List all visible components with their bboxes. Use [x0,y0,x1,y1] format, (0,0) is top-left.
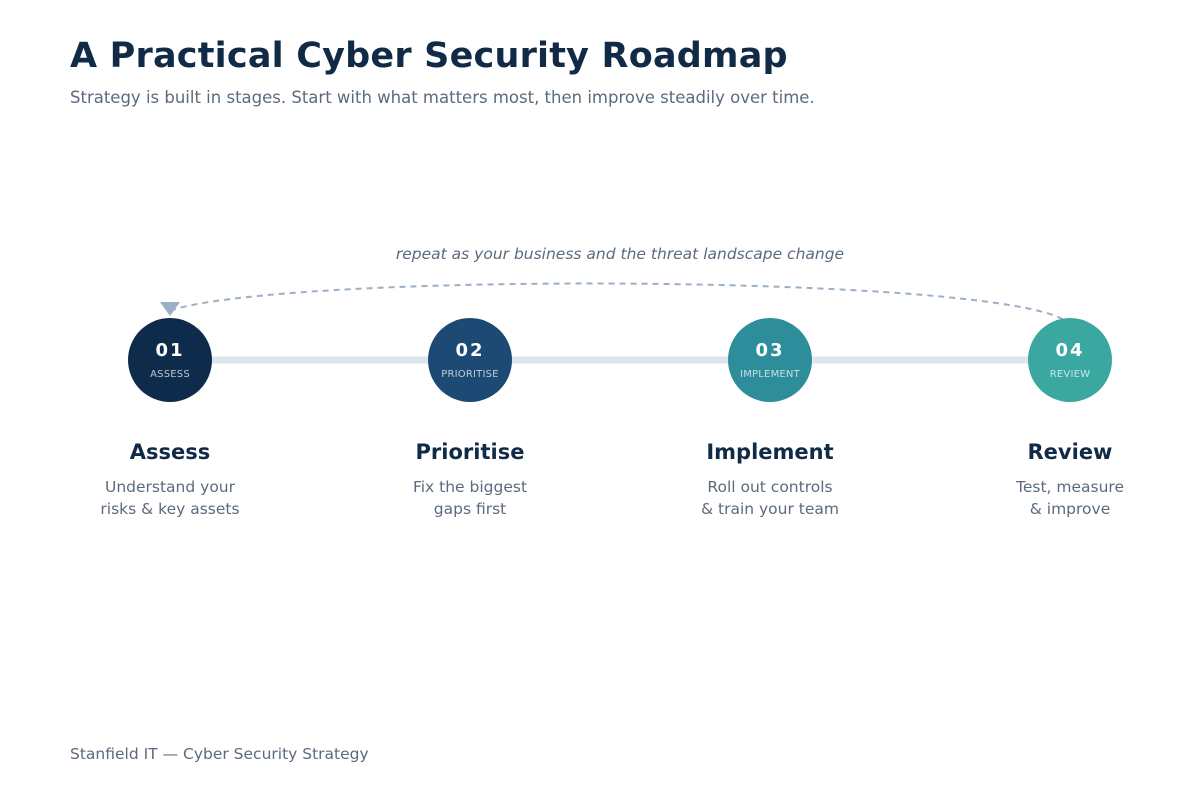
stage-description-line: Test, measure [1016,478,1124,496]
stage-description-assess: Understand your risks & key assets [60,476,280,520]
repeat-loop-arrow [171,282,1071,328]
stage-number: 01 [155,340,185,361]
stage-description-line: Fix the biggest [412,478,528,496]
stage-tag: ASSESS [150,369,190,380]
page-title: A Practical Cyber Security Roadmap [70,36,788,76]
stage-name-assess: Assess [129,440,211,464]
stage-description-prioritise: Fix the biggest gaps first [360,476,580,520]
stage-circle-prioritise: 02 PRIORITISE [428,318,512,402]
stage-circle-review: 04 REVIEW [1028,318,1112,402]
loop-caption: repeat as your business and the threat l… [395,245,845,263]
stage-circle-implement: 03 IMPLEMENT [728,318,812,402]
stage-description-review: Test, measure & improve [960,476,1180,520]
stage-tag: IMPLEMENT [740,369,800,380]
stage-name-review: Review [1027,440,1113,464]
stage-number: 03 [755,340,785,361]
stage-description-line: Understand your [104,478,235,496]
stage-description-line: gaps first [433,500,507,518]
stage-description-line: & train your team [700,500,839,518]
stage-tag: PRIORITISE [441,369,499,380]
stage-number: 04 [1055,340,1085,361]
stage-description-implement: Roll out controls & train your team [660,476,880,520]
stage-number: 02 [455,340,485,361]
loop-arrowhead-icon [160,302,180,316]
stage-tag: REVIEW [1049,369,1091,380]
footer-text: Stanfield IT — Cyber Security Strategy [70,745,369,763]
stage-description-line: Roll out controls [707,478,833,496]
stage-circle-assess: 01 ASSESS [128,318,212,402]
page-subtitle: Strategy is built in stages. Start with … [70,88,815,107]
stage-description-line: & improve [1029,500,1111,518]
stage-name-implement: Implement [706,440,834,464]
stage-name-prioritise: Prioritise [415,440,525,464]
stage-description-line: risks & key assets [100,500,240,518]
